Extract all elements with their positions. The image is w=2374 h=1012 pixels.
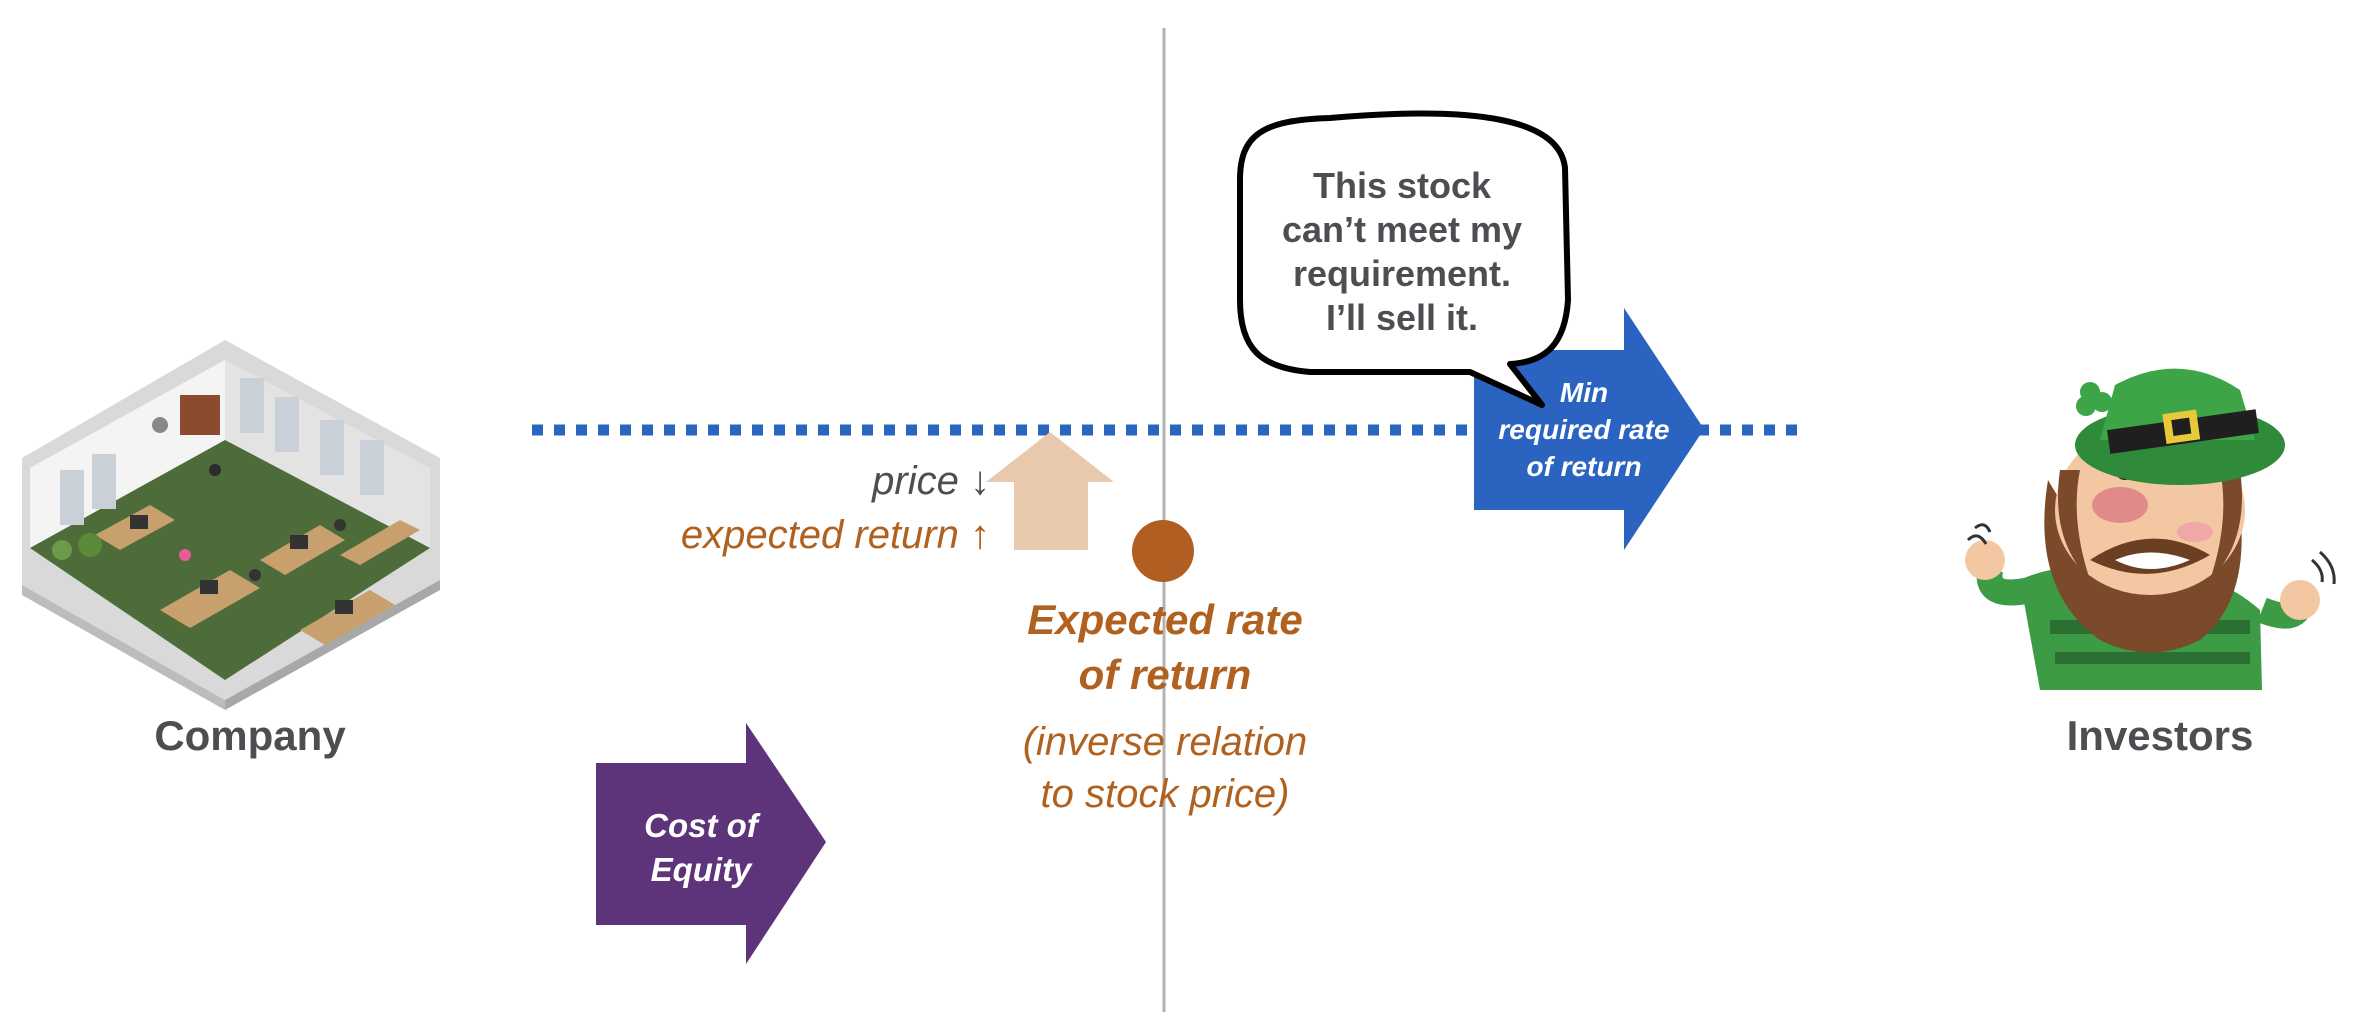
arrow-line: of return [1526,451,1642,482]
cost-of-equity-arrow [596,723,826,964]
expected-rate-note-line: (inverse relation [1022,720,1308,764]
arrow-line: Equity [650,851,752,888]
upward-arrow [986,432,1114,550]
price-text: price [872,459,959,503]
min-required-rate-text: Min required rate of return [1474,374,1694,485]
leprechaun-character [1965,368,2336,690]
down-arrow-icon: ↓ [970,459,990,503]
min-required-rate-arrow [1474,308,1704,550]
company-label: Company [154,712,346,759]
speech-bubble-icon [1237,110,1571,408]
up-arrow-icon: ↑ [970,513,990,557]
expected-rate-note: (inverse relation to stock price) [960,716,1370,820]
expected-rate-note-line: to stock price) [1040,772,1290,816]
expected-rate-line: of return [1078,651,1252,698]
arrow-line: required rate [1498,414,1670,445]
price-return-note: price ↓ expected return ↑ [560,454,990,562]
speech-line: This stock [1312,165,1492,206]
cost-of-equity-text: Cost of Equity [596,804,806,892]
investors-label: Investors [2066,712,2254,759]
expected-return-text: expected return [680,513,959,557]
speech-line: can’t meet my [1281,209,1523,250]
expected-return-point [1132,520,1194,582]
speech-line: I’ll sell it. [1325,297,1479,338]
arrow-line: Min [1559,377,1609,408]
expected-rate-title: Expected rate of return [960,592,1370,702]
expected-rate-line: Expected rate [1027,596,1303,643]
speech-bubble-text: This stock can’t meet my requirement. I’… [1252,164,1552,340]
arrow-line: Cost of [644,807,758,844]
speech-line: requirement. [1292,253,1512,294]
office-illustration [22,340,440,710]
